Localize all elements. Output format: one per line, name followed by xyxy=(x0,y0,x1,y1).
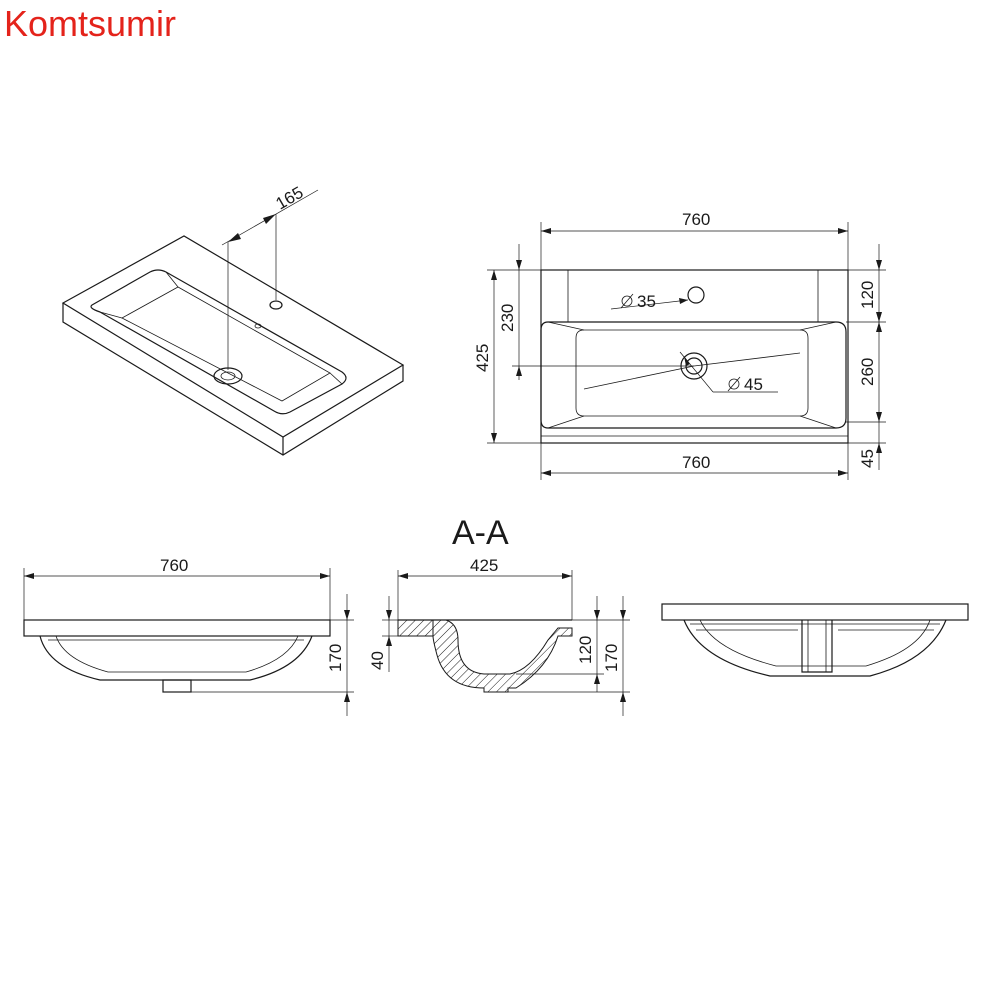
section-view: 425 40 120 170 xyxy=(368,556,630,716)
dim-bowl-depth: 260 xyxy=(858,358,877,386)
dim-section-rim: 40 xyxy=(368,651,387,670)
dim-section-total: 170 xyxy=(602,644,621,672)
dim-front-height: 170 xyxy=(326,644,345,672)
dim-rim-back: 120 xyxy=(858,281,877,309)
dim-tap-offset: 165 xyxy=(273,183,307,214)
dim-drain-hole: 45 xyxy=(744,375,763,394)
dim-depth-to-drain: 230 xyxy=(498,304,517,332)
dim-depth-total: 425 xyxy=(473,344,492,372)
dim-section-depth: 425 xyxy=(470,556,498,575)
rear-view xyxy=(661,603,969,677)
isometric-view: 165 xyxy=(61,183,405,456)
dim-front-width: 760 xyxy=(160,556,188,575)
brand-logo: Komtsumir xyxy=(4,3,177,44)
dim-tap-hole: 35 xyxy=(637,292,656,311)
front-view: 760 170 xyxy=(23,556,354,716)
top-view: 35 45 760 760 425 230 xyxy=(473,210,886,480)
section-label: A-A xyxy=(452,514,509,552)
dim-width-bottom: 760 xyxy=(682,453,710,472)
dim-width-top: 760 xyxy=(682,210,710,229)
dim-section-bowl: 120 xyxy=(576,636,595,664)
dim-rim-front: 45 xyxy=(858,449,877,468)
